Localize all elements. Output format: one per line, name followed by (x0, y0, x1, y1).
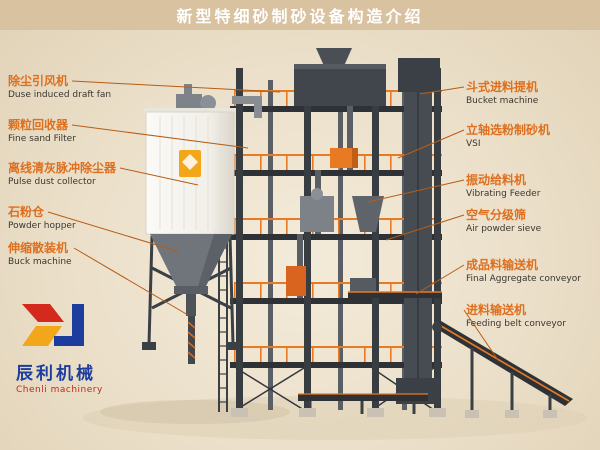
label-draft-fan-en: Duse induced draft fan (8, 89, 112, 100)
label-buck-machine-zh: 伸缩散装机 (8, 241, 69, 255)
label-feeding-conveyor-zh: 进料输送机 (466, 303, 527, 317)
vibrating-feeder (330, 148, 358, 168)
logo-name-zh: 辰利机械 (16, 364, 96, 384)
title-banner: 新型特细砂制砂设备构造介绍 (0, 0, 600, 30)
label-feeding-conveyor: 进料输送机 Feeding belt conveyor (466, 303, 598, 330)
label-vibrating-feeder: 振动给料机 Vibrating Feeder (466, 173, 598, 200)
label-air-sieve-zh: 空气分级筛 (466, 208, 527, 222)
footings (231, 408, 557, 418)
label-powder-hopper-zh: 石粉仓 (8, 205, 45, 219)
page-title: 新型特细砂制砂设备构造介绍 (176, 7, 424, 26)
final-aggregate-conveyor (348, 291, 442, 298)
label-final-conveyor: 成品料输送机 Final Aggregate conveyor (466, 258, 598, 285)
label-draft-fan-zh: 除尘引风机 (8, 74, 69, 88)
logo-name-en: Chenli machinery (16, 385, 103, 395)
label-final-conveyor-en: Final Aggregate conveyor (466, 273, 581, 284)
company-logo: 辰利机械 Chenli machinery (16, 300, 146, 395)
top-machinery (294, 48, 386, 106)
label-buck-machine: 伸缩散装机 Buck machine (8, 241, 178, 268)
label-vibrating-feeder-zh: 振动给料机 (466, 173, 527, 187)
label-vsi-zh: 立轴选粉制砂机 (466, 123, 551, 137)
label-fine-sand-filter: 颗粒回收器 Fine sand Filter (8, 118, 178, 145)
label-pulse-dust-collector-zh: 离线清灰脉冲除尘器 (8, 161, 117, 175)
ladder (218, 238, 228, 412)
label-air-sieve: 空气分级筛 Air powder sieve (466, 208, 598, 235)
label-buck-machine-en: Buck machine (8, 256, 72, 267)
label-powder-hopper: 石粉仓 Powder hopper (8, 205, 178, 232)
label-air-sieve-en: Air powder sieve (466, 223, 542, 234)
brand-badge (179, 150, 201, 177)
logo-mark (22, 304, 84, 346)
label-powder-hopper-en: Powder hopper (8, 220, 76, 231)
telescopic-loader (187, 316, 196, 364)
feeding-conveyor (432, 321, 573, 412)
label-vibrating-feeder-en: Vibrating Feeder (466, 188, 541, 199)
label-bucket-elevator-zh: 斗式进料提机 (466, 80, 539, 94)
label-feeding-conveyor-en: Feeding belt conveyor (466, 318, 566, 329)
label-final-conveyor-zh: 成品料输送机 (466, 258, 539, 272)
label-bucket-elevator: 斗式进料提机 Bucket machine (466, 80, 598, 107)
label-pulse-dust-collector-en: Pulse dust collector (8, 176, 96, 187)
label-fine-sand-filter-en: Fine sand Filter (8, 133, 76, 144)
air-sieve (300, 188, 384, 232)
label-pulse-dust-collector: 离线清灰脉冲除尘器 Pulse dust collector (8, 161, 178, 188)
label-bucket-elevator-en: Bucket machine (466, 95, 539, 106)
label-fine-sand-filter-zh: 颗粒回收器 (8, 118, 69, 132)
label-draft-fan: 除尘引风机 Duse induced draft fan (8, 74, 178, 101)
label-vsi-en: VSI (466, 138, 481, 149)
label-vsi: 立轴选粉制砂机 VSI (466, 123, 598, 150)
